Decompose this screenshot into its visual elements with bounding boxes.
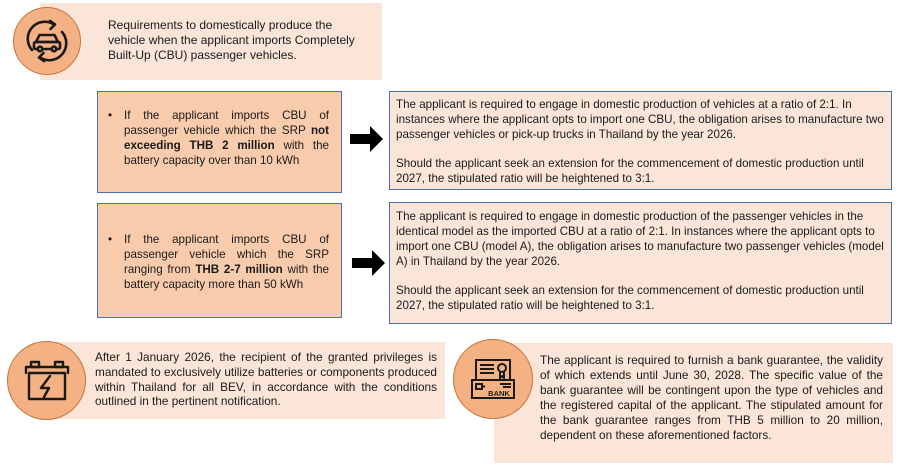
car-cycle-icon bbox=[26, 19, 68, 63]
condition-box-1: • If the applicant imports CBU of passen… bbox=[97, 91, 342, 193]
battery-icon bbox=[24, 360, 69, 400]
condition-text-pre: If the applicant imports CBU of passenge… bbox=[124, 109, 329, 137]
result-2-paragraph-2: Should the applicant seek an extension f… bbox=[396, 284, 864, 312]
battery-panel bbox=[40, 342, 445, 419]
battery-text: After 1 January 2026, the recipient of t… bbox=[95, 350, 437, 409]
bank-text: The applicant is required to furnish a b… bbox=[540, 353, 883, 442]
bank-panel bbox=[494, 343, 893, 463]
right-arrow-icon bbox=[350, 126, 383, 152]
result-2-paragraph-1: The applicant is required to engage in d… bbox=[396, 210, 884, 268]
condition-text-post: with the battery capacity over than 10 k… bbox=[124, 139, 329, 167]
condition-text-bold: not exceeding THB 2 million bbox=[124, 124, 329, 152]
header-text: Requirements to domestically produce the… bbox=[108, 18, 355, 62]
bullet-marker: • bbox=[108, 109, 113, 122]
condition-text-bold: THB 2-7 million bbox=[195, 263, 283, 276]
header-panel bbox=[40, 3, 382, 80]
result-1-paragraph-1: The applicant is required to engage in d… bbox=[396, 98, 884, 141]
header-icon-circle bbox=[13, 7, 81, 75]
battery-icon-circle bbox=[7, 341, 86, 420]
result-box-2: The applicant is required to engage in d… bbox=[389, 202, 892, 324]
condition-text-pre: If the applicant imports CBU of passenge… bbox=[124, 233, 329, 276]
right-arrow-icon bbox=[352, 250, 385, 276]
bank-guarantee-icon: BANK bbox=[471, 359, 515, 399]
condition-text-2: If the applicant imports CBU of passenge… bbox=[124, 232, 329, 292]
condition-text-post: with the battery capacity more than 50 k… bbox=[124, 263, 329, 291]
bank-icon-label: BANK bbox=[488, 389, 510, 398]
result-box-1: The applicant is required to engage in d… bbox=[389, 91, 892, 190]
condition-text-1: If the applicant imports CBU of passenge… bbox=[124, 108, 329, 168]
result-1-paragraph-2: Should the applicant seek an extension f… bbox=[396, 157, 864, 185]
condition-box-2: • If the applicant imports CBU of passen… bbox=[97, 203, 342, 318]
bank-icon-circle: BANK bbox=[453, 339, 533, 419]
bullet-marker: • bbox=[108, 233, 113, 246]
